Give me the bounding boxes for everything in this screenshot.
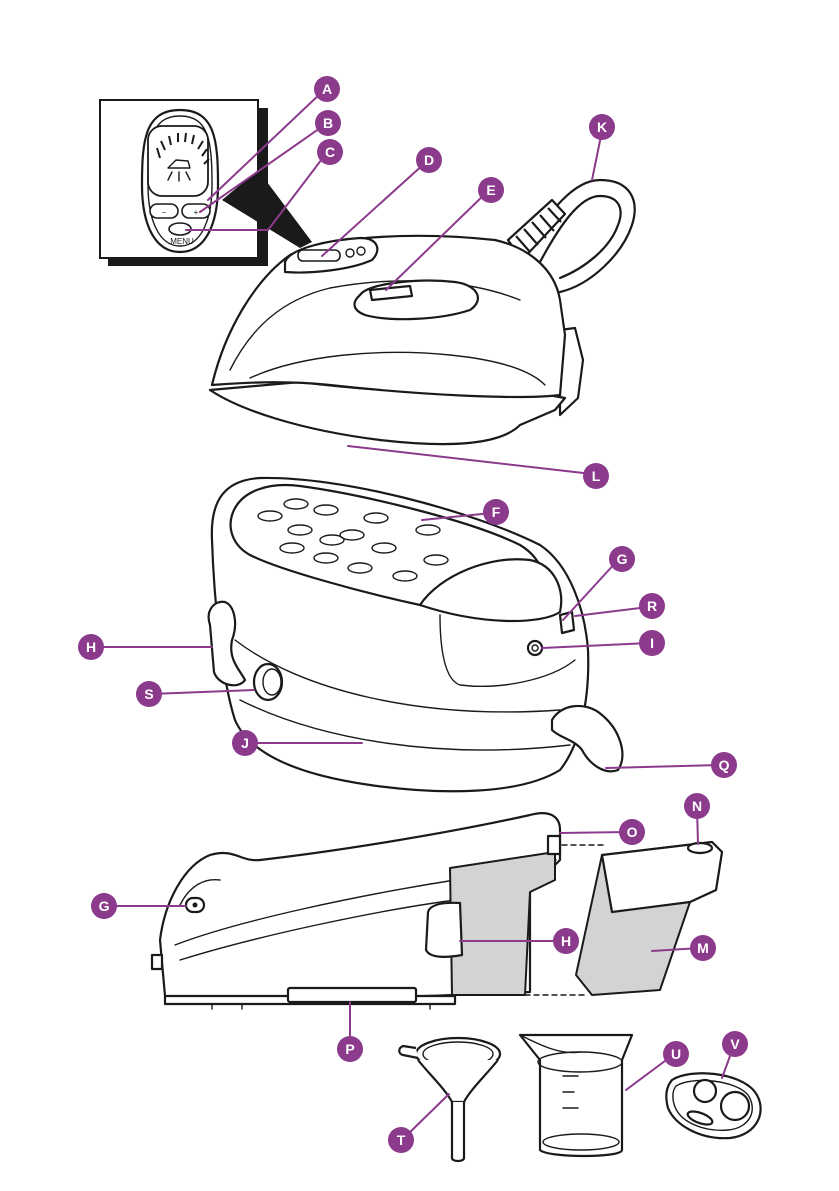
callout-l: L [583, 463, 609, 489]
svg-text:P: P [345, 1041, 354, 1057]
side-cord-hook [426, 903, 462, 957]
iron-display-window [298, 250, 340, 261]
callout-d: D [416, 147, 442, 173]
svg-text:E: E [486, 182, 495, 198]
tank-filler-cap [688, 843, 712, 853]
water-tank [576, 842, 722, 995]
svg-text:K: K [597, 119, 607, 135]
steam-button [528, 641, 542, 655]
callout-m: M [690, 935, 716, 961]
callout-o: O [619, 819, 645, 845]
callout-b: B [315, 110, 341, 136]
callout-n: N [684, 793, 710, 819]
funnel-tab [399, 1046, 418, 1058]
base-side-view [152, 813, 606, 1009]
callout-s: S [136, 681, 162, 707]
svg-text:L: L [592, 468, 601, 484]
display-inset: − + MENU [100, 100, 312, 266]
svg-text:F: F [492, 504, 501, 520]
svg-text:H: H [86, 639, 96, 655]
callout-e: E [478, 177, 504, 203]
callout-a: A [314, 76, 340, 102]
callout-u: U [663, 1041, 689, 1067]
svg-text:B: B [323, 115, 333, 131]
callout-f: F [483, 499, 509, 525]
svg-text:A: A [322, 81, 332, 97]
callout-v: V [722, 1031, 748, 1057]
callout-q: Q [711, 752, 737, 778]
callout-h-side: H [553, 928, 579, 954]
funnel [399, 1038, 500, 1161]
svg-text:I: I [650, 635, 654, 651]
callout-p: P [337, 1036, 363, 1062]
hose-socket [548, 836, 560, 854]
measuring-jug [520, 1035, 632, 1156]
svg-text:D: D [424, 152, 434, 168]
callout-h-base: H [78, 634, 104, 660]
accessory-tray [666, 1073, 760, 1138]
svg-text:U: U [671, 1046, 681, 1062]
callout-i: I [639, 630, 665, 656]
menu-label: MENU [170, 237, 194, 246]
callout-c: C [317, 139, 343, 165]
plus-symbol: + [194, 208, 199, 217]
bottom-tray-P [288, 988, 416, 1002]
svg-text:O: O [627, 824, 638, 840]
svg-text:J: J [241, 735, 249, 751]
side-view-tank-bay [450, 852, 555, 995]
drain-knob [254, 664, 282, 700]
svg-text:G: G [617, 551, 628, 567]
callout-j: J [232, 730, 258, 756]
callout-g-base: G [609, 546, 635, 572]
svg-text:V: V [730, 1036, 740, 1052]
svg-text:C: C [325, 144, 335, 160]
callout-k: K [589, 114, 615, 140]
svg-text:S: S [144, 686, 153, 702]
svg-text:M: M [697, 940, 709, 956]
svg-text:Q: Q [719, 757, 730, 773]
svg-text:T: T [397, 1132, 406, 1148]
svg-text:H: H [561, 933, 571, 949]
svg-text:N: N [692, 798, 702, 814]
svg-text:G: G [99, 898, 110, 914]
callout-t: T [388, 1127, 414, 1153]
callout-r: R [639, 593, 665, 619]
svg-text:R: R [647, 598, 657, 614]
steam-generator-base [209, 478, 623, 791]
callout-g-side: G [91, 893, 117, 919]
minus-symbol: − [162, 208, 167, 217]
